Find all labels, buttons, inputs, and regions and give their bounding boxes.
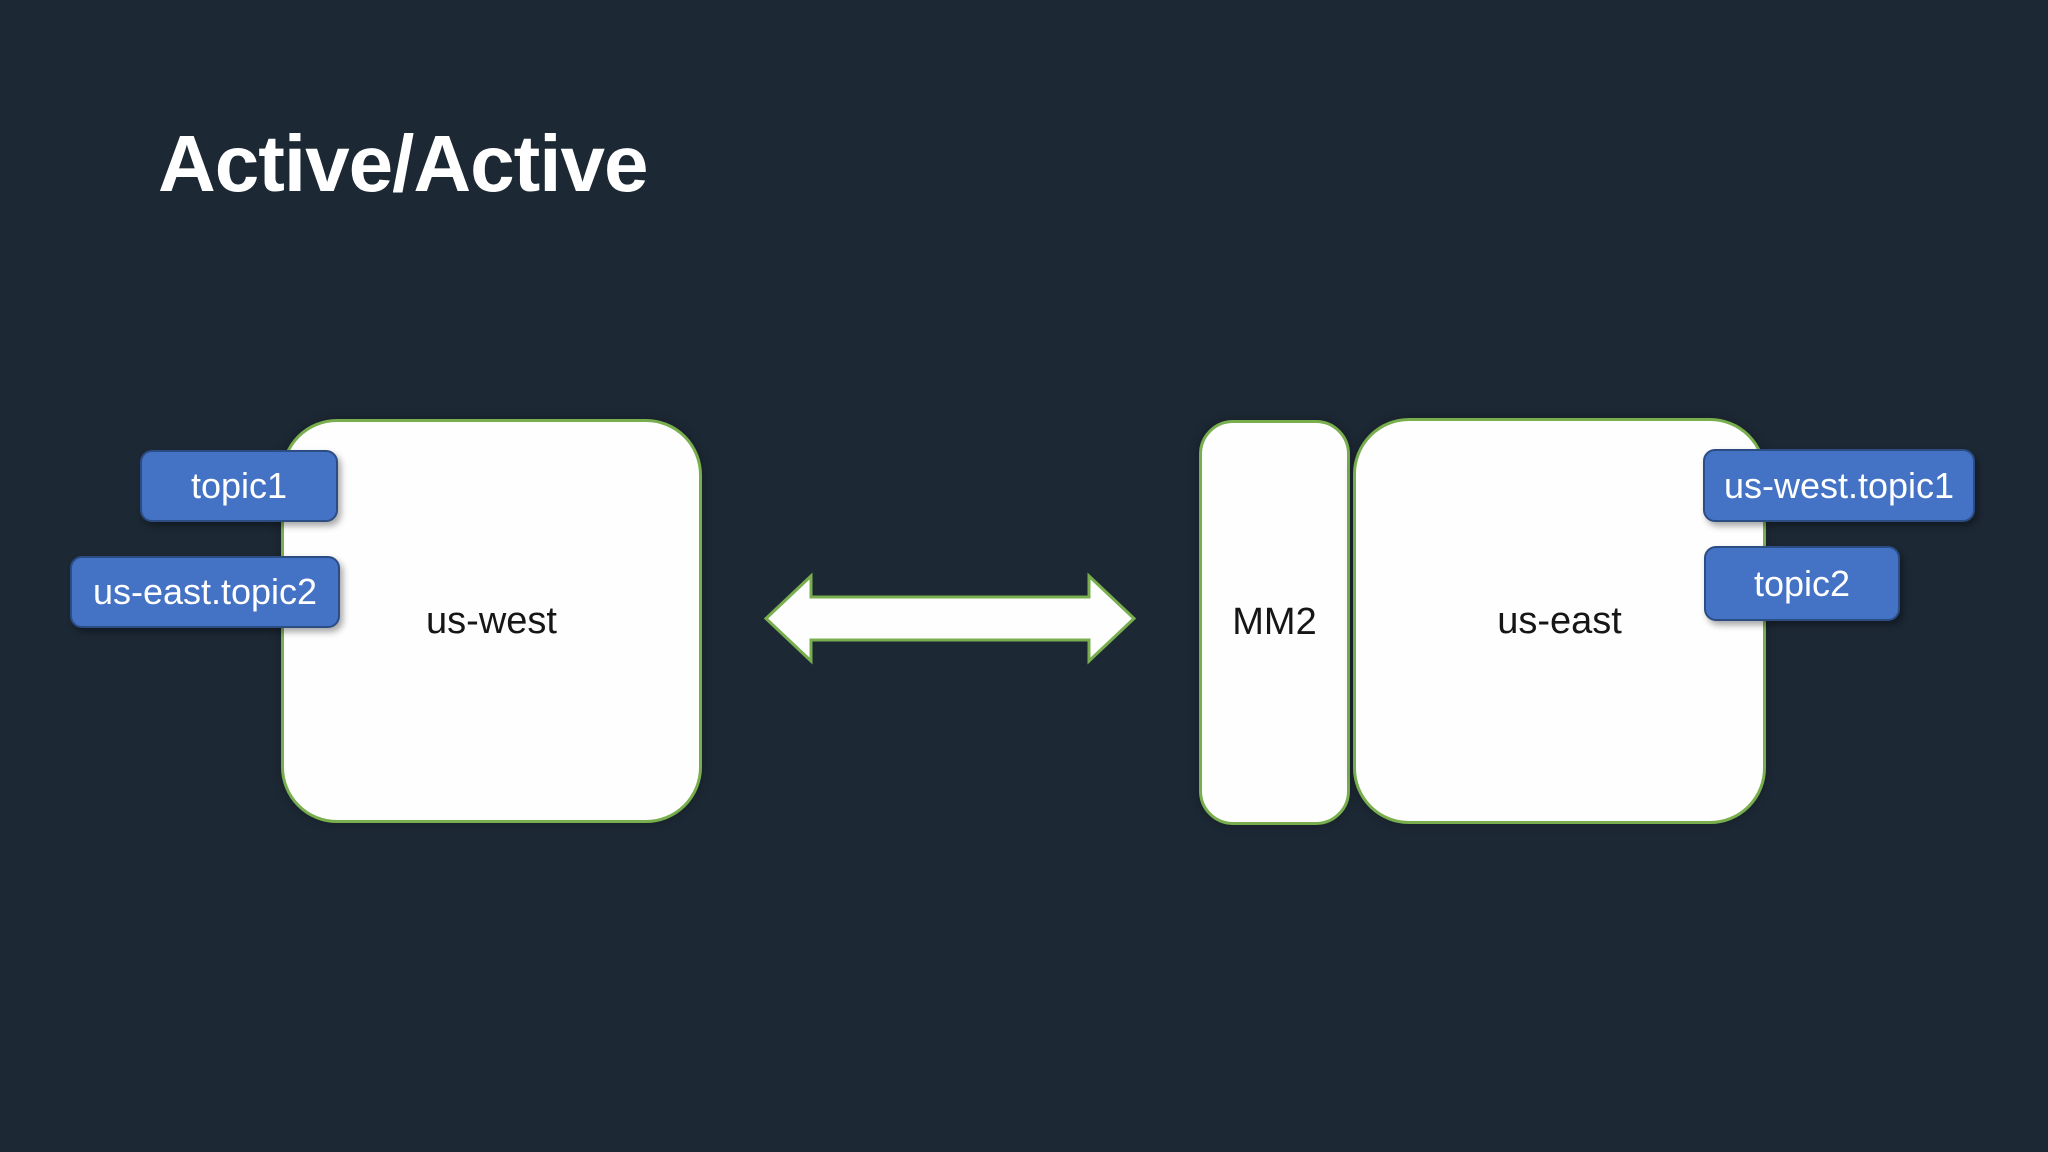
topic-badge-east-topic2-label: topic2 <box>1753 562 1851 604</box>
mm2-label: MM2 <box>1232 601 1317 643</box>
topic-badge-west-us-east-topic2: us-east.topic2 <box>70 556 340 628</box>
cluster-box-us-west: us-west <box>281 419 702 823</box>
topic-badge-west-topic1-label: topic1 <box>190 465 288 506</box>
topic-badge-east-topic2: topic2 <box>1704 546 1900 621</box>
cluster-label-us-west: us-west <box>426 599 557 642</box>
bidirectional-arrow-icon <box>763 572 1137 665</box>
cluster-box-us-east: us-east <box>1353 418 1766 824</box>
topic-badge-west-us-east-topic2-label: us-east.topic2 <box>92 571 318 612</box>
slide-title: Active/Active <box>158 119 648 208</box>
mm2-box: MM2 <box>1199 420 1350 825</box>
topic-badge-east-us-west-topic1-label: us-west.topic1 <box>1723 464 1955 506</box>
topic-badge-east-us-west-topic1: us-west.topic1 <box>1703 449 1975 522</box>
topic-badge-west-topic1: topic1 <box>140 450 338 522</box>
cluster-label-us-east: us-east <box>1497 599 1622 642</box>
